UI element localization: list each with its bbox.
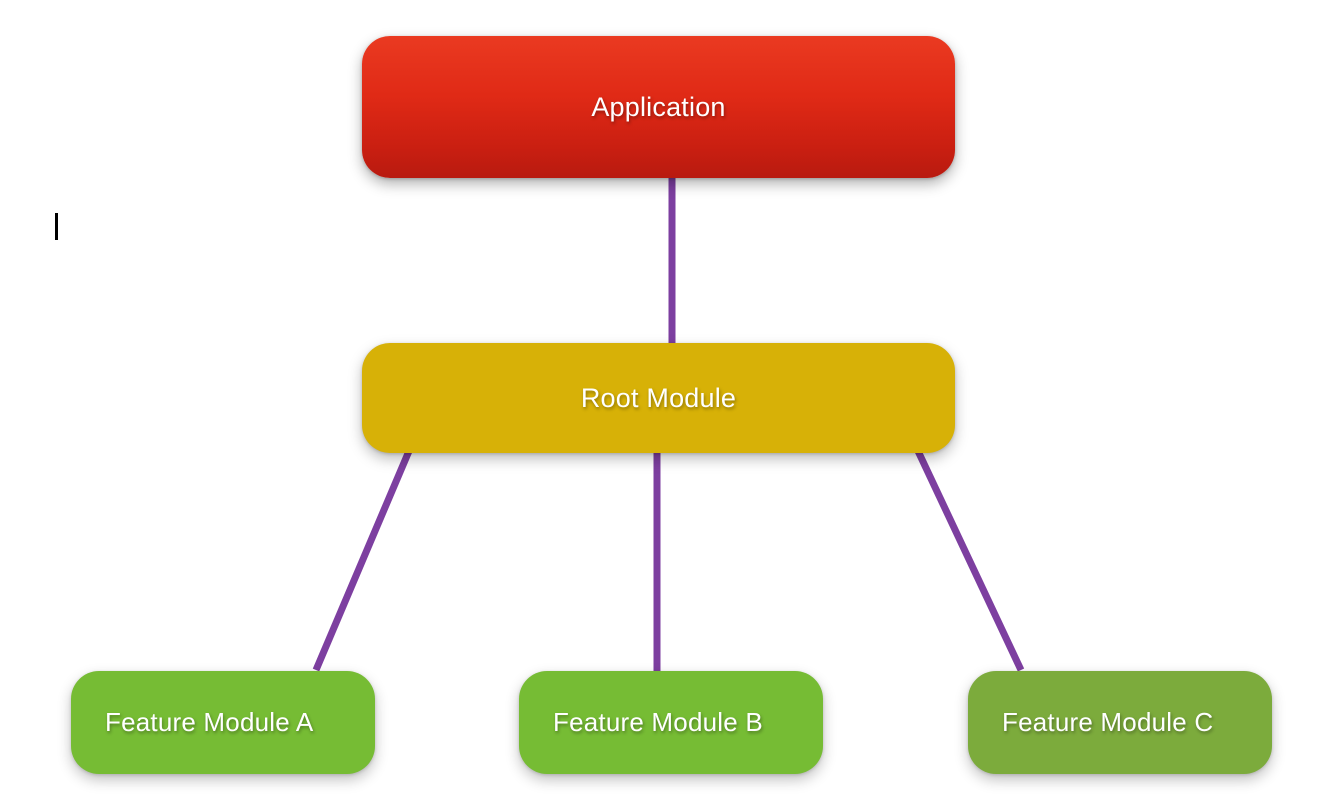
node-root-module[interactable]: Root Module: [362, 343, 955, 453]
node-feature-module-b[interactable]: Feature Module B: [519, 671, 823, 774]
connector-root-module-to-feature-a: [312, 449, 413, 672]
connector-root-module-to-feature-c: [914, 449, 1025, 672]
node-feature-module-c[interactable]: Feature Module C: [968, 671, 1272, 774]
node-application[interactable]: Application: [362, 36, 955, 178]
node-feature-module-a[interactable]: Feature Module A: [71, 671, 375, 774]
text-caret: [55, 213, 58, 240]
